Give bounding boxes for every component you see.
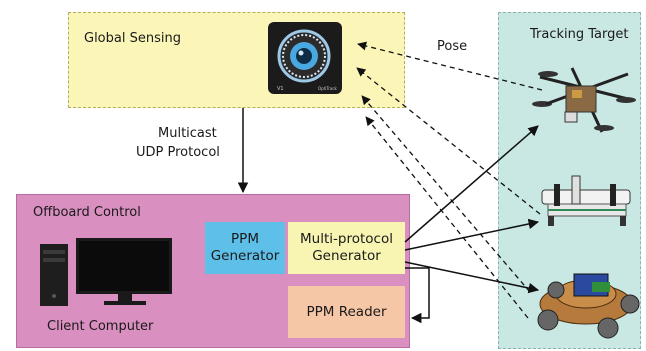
pose-edge-label: Pose xyxy=(437,39,468,54)
ppm-reader-label: PPM Reader xyxy=(306,303,387,320)
multicast-edge-label-line2: UDP Protocol xyxy=(136,145,220,160)
pose-arrow-robot xyxy=(361,95,531,293)
multicast-edge-label-line1: Multicast xyxy=(158,126,217,141)
ppm-reader-block: PPM Reader xyxy=(288,286,405,338)
pose-arrow-robot-2 xyxy=(365,116,529,319)
control-arrows xyxy=(404,125,540,294)
pose-arrow-quadcopter xyxy=(357,41,543,91)
control-arrow-quadcopter xyxy=(404,125,539,243)
camera-brand-text: OptiTrack xyxy=(318,86,338,91)
global-sensing-title: Global Sensing xyxy=(84,31,181,46)
ppm-generator-line1: PPM xyxy=(231,231,259,247)
client-computer-icon xyxy=(40,238,172,306)
offboard-control-title: Offboard Control xyxy=(33,205,141,220)
client-computer-label: Client Computer xyxy=(47,319,154,334)
multi-protocol-generator-block: Multi-protocol Generator xyxy=(288,222,405,274)
multi-protocol-line2: Generator xyxy=(312,248,381,264)
motion-capture-camera-icon: V1 OptiTrack xyxy=(268,22,342,94)
quadcopter-drone-icon xyxy=(532,67,636,133)
ground-robot-icon xyxy=(537,273,640,339)
ppm-generator-block: PPM Generator xyxy=(205,222,285,274)
multi-protocol-line1: Multi-protocol xyxy=(300,231,393,247)
global-sensing-panel: Global Sensing xyxy=(68,12,405,108)
vtol-drone-icon xyxy=(541,175,631,226)
ppm-generator-line2: Generator xyxy=(210,248,280,264)
tracking-target-title: Tracking Target xyxy=(530,27,629,42)
pose-arrow-vtol xyxy=(356,67,541,215)
pose-arrows xyxy=(356,41,543,319)
camera-model-text: V1 xyxy=(277,86,284,92)
control-arrow-robot xyxy=(404,261,540,294)
reader-loop-arrow xyxy=(405,267,430,324)
control-arrow-vtol xyxy=(404,218,540,251)
